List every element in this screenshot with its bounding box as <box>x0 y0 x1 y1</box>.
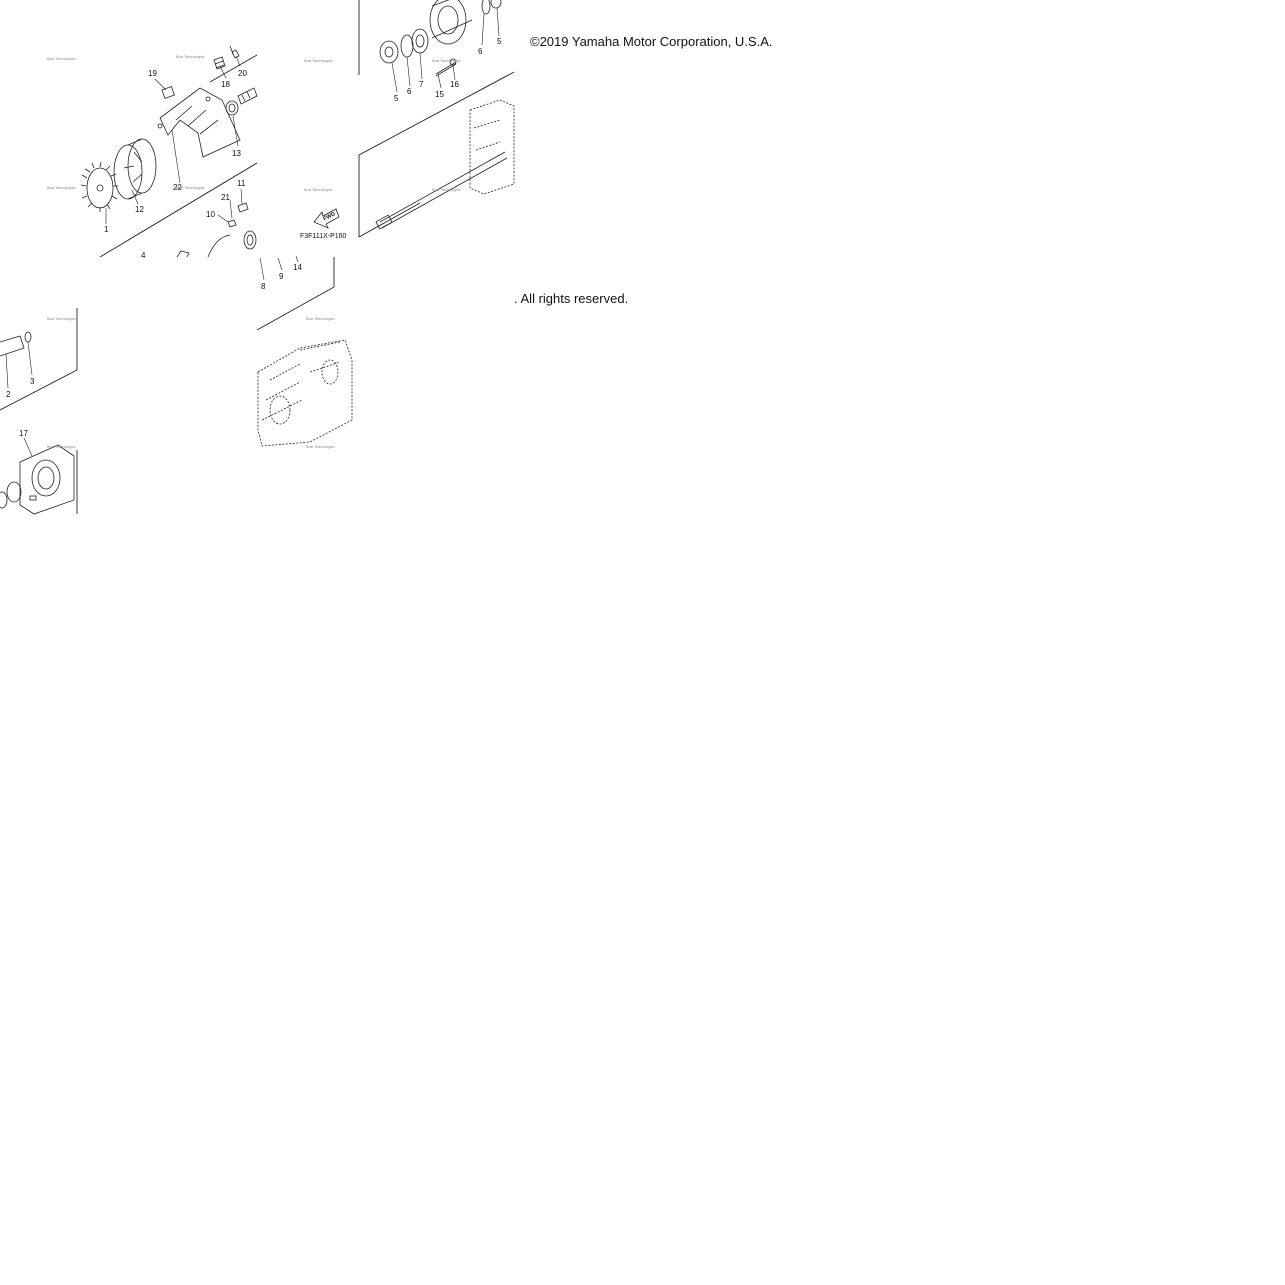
svg-text:Boat Technologies: Boat Technologies <box>304 188 333 192</box>
svg-text:Boat Technologies: Boat Technologies <box>306 445 335 449</box>
callout-9: 9 <box>279 272 284 281</box>
callout-2: 2 <box>6 390 11 399</box>
impeller-part <box>80 161 118 212</box>
copyright-caption: ©2019 Yamaha Motor Corporation, U.S.A. <box>530 34 773 49</box>
fwd-label: FWD <box>323 211 337 222</box>
fwd-arrow-icon: FWD <box>313 208 340 229</box>
svg-text:Boat Technologies: Boat Technologies <box>176 186 205 190</box>
rights-caption: . All rights reserved. <box>514 291 629 306</box>
watermarks: Boat Technologies Boat Technologies Boat… <box>47 55 461 449</box>
callout-17: 17 <box>19 429 28 438</box>
nozzle-housing-part <box>0 444 75 515</box>
frame-lines <box>0 0 515 514</box>
callout-22: 22 <box>173 183 182 192</box>
callout-12: 12 <box>135 205 144 214</box>
svg-text:Boat Technologies: Boat Technologies <box>47 57 76 61</box>
bolt-parts <box>161 45 258 116</box>
callout-20: 20 <box>238 69 247 78</box>
svg-text:Boat Technologies: Boat Technologies <box>432 188 461 192</box>
leader-lines <box>5 7 500 457</box>
callout-5a: 5 <box>394 94 399 103</box>
shaft-pieces <box>0 331 32 357</box>
callout-11: 11 <box>237 179 246 188</box>
callout-10: 10 <box>206 210 215 219</box>
callout-3: 3 <box>30 377 35 386</box>
callout-6a: 6 <box>407 87 412 96</box>
svg-text:Boat Technologies: Boat Technologies <box>47 445 76 449</box>
callout-16: 16 <box>450 80 459 89</box>
callout-19: 19 <box>148 69 157 78</box>
intake-duct-part <box>113 138 157 200</box>
callout-8: 8 <box>261 282 266 291</box>
callout-18: 18 <box>221 80 230 89</box>
callout-4: 4 <box>141 251 146 260</box>
callout-21: 21 <box>221 193 230 202</box>
svg-text:Boat Technologies: Boat Technologies <box>47 186 76 190</box>
drive-shaft-part <box>375 99 515 230</box>
duct-cover-part <box>157 87 241 158</box>
engine-block-part <box>257 339 353 447</box>
svg-text:Boat Technologies: Boat Technologies <box>304 59 333 63</box>
bearing-parts <box>379 0 502 77</box>
callout-15: 15 <box>435 90 444 99</box>
svg-text:Boat Technologies: Boat Technologies <box>47 317 76 321</box>
diagram-code-label: F3F111X-P160 <box>300 233 347 240</box>
callout-14: 14 <box>293 263 302 272</box>
callout-numbers: 1 2 3 4 5 5 6 6 7 8 9 10 11 12 13 14 15 … <box>6 37 502 438</box>
callout-6b: 6 <box>478 47 483 56</box>
svg-text:Boat Technologies: Boat Technologies <box>306 317 335 321</box>
callout-1: 1 <box>104 225 109 234</box>
callout-7: 7 <box>419 80 424 89</box>
svg-text:Boat Technologies: Boat Technologies <box>176 55 205 59</box>
seal-parts <box>176 202 257 258</box>
callout-13: 13 <box>232 149 241 158</box>
callout-5b: 5 <box>497 37 502 46</box>
svg-text:Boat Technologies: Boat Technologies <box>432 59 461 63</box>
